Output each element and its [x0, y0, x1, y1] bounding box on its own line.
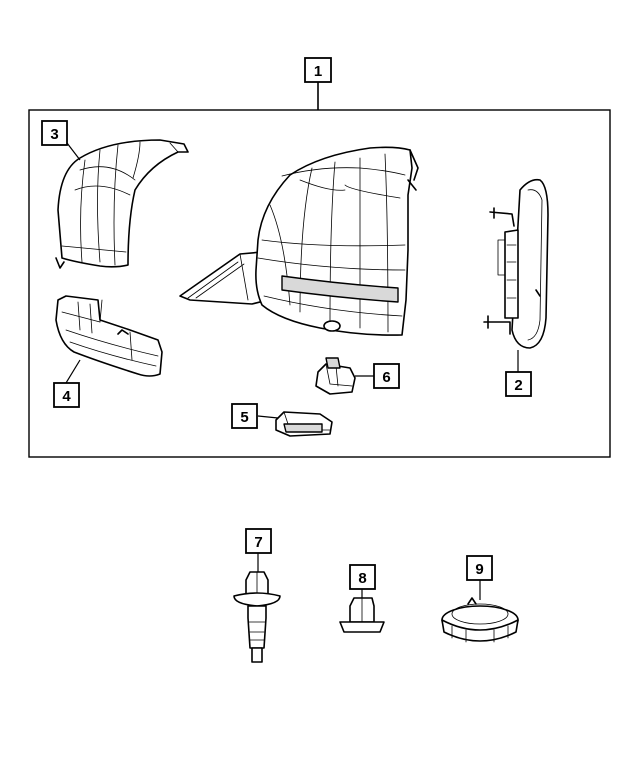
callout-5-label: 5 — [240, 409, 248, 426]
part-9-grommet[interactable] — [441, 597, 519, 643]
callout-9[interactable]: 9 — [466, 555, 493, 581]
part-2-mirror-glass[interactable] — [483, 178, 549, 349]
callout-2-label: 2 — [514, 377, 522, 394]
leader-3 — [66, 142, 81, 161]
callout-6[interactable]: 6 — [373, 363, 400, 389]
assembly-frame — [28, 109, 611, 458]
callout-1-label: 1 — [314, 63, 322, 80]
leader-4 — [65, 359, 81, 384]
callout-8[interactable]: 8 — [349, 564, 376, 590]
callout-5[interactable]: 5 — [231, 403, 258, 429]
leader-5 — [257, 415, 279, 419]
callout-6-label: 6 — [382, 369, 390, 386]
callout-2[interactable]: 2 — [505, 371, 532, 397]
callout-9-label: 9 — [475, 561, 483, 578]
part-8-nut[interactable] — [339, 597, 385, 633]
callout-8-label: 8 — [358, 570, 366, 587]
part-5-lamp-lens[interactable] — [275, 411, 333, 437]
callout-4-label: 4 — [62, 388, 71, 405]
part-3-mirror-cap[interactable] — [55, 139, 189, 269]
callout-7-label: 7 — [254, 534, 262, 551]
callout-3-label: 3 — [50, 126, 58, 143]
callout-1[interactable]: 1 — [304, 57, 332, 83]
callout-7[interactable]: 7 — [245, 528, 272, 554]
part-6-puddle-lamp[interactable] — [315, 357, 356, 395]
mirror-housing[interactable] — [179, 146, 419, 336]
callout-3[interactable]: 3 — [41, 120, 68, 146]
callout-4[interactable]: 4 — [53, 382, 80, 408]
part-7-bolt[interactable] — [233, 571, 281, 663]
part-4-turn-signal[interactable] — [55, 295, 163, 377]
